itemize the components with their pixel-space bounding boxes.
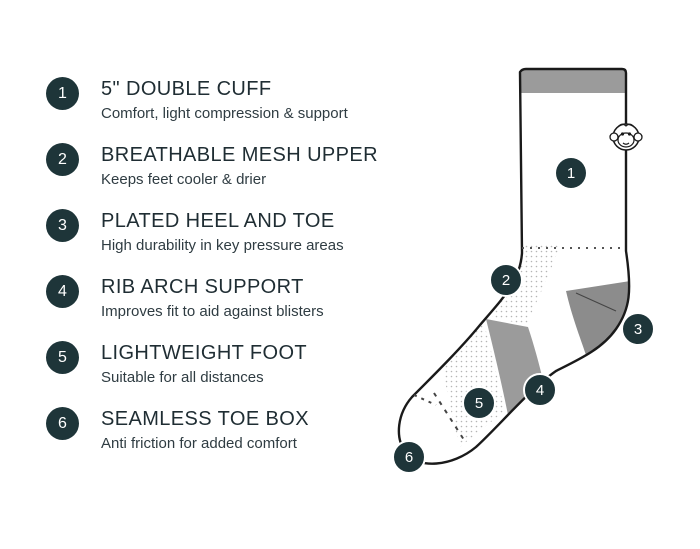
feature-description: Improves fit to aid against blisters <box>101 303 324 320</box>
diagram-marker-3: 3 <box>621 312 655 346</box>
diagram-marker-2: 2 <box>489 263 523 297</box>
feature-description: Keeps feet cooler & drier <box>101 171 267 188</box>
feature-lightweight-foot: 5 LIGHTWEIGHT FOOT Suitable for all dist… <box>46 341 406 397</box>
svg-text:2: 2 <box>502 272 510 289</box>
feature-number-badge: 1 <box>46 77 79 110</box>
svg-text:3: 3 <box>634 321 642 338</box>
feature-description: Comfort, light compression & support <box>101 105 348 122</box>
svg-text:4: 4 <box>536 382 544 399</box>
feature-number-badge: 6 <box>46 407 79 440</box>
feature-number-badge: 4 <box>46 275 79 308</box>
feature-title: LIGHTWEIGHT FOOT <box>101 342 308 364</box>
feature-title: SEAMLESS TOE BOX <box>101 408 309 430</box>
feature-number-badge: 3 <box>46 209 79 242</box>
svg-text:1: 1 <box>567 165 575 182</box>
feature-plated-heel-toe: 3 PLATED HEEL AND TOE High durability in… <box>46 209 406 265</box>
diagram-marker-1: 1 <box>556 158 586 188</box>
feature-double-cuff: 1 5" DOUBLE CUFF Comfort, light compress… <box>46 77 406 133</box>
feature-rib-arch-support: 4 RIB ARCH SUPPORT Improves fit to aid a… <box>46 275 406 331</box>
mesh-upper-zone <box>492 245 560 325</box>
feature-description: Suitable for all distances <box>101 369 264 386</box>
svg-text:5: 5 <box>475 395 483 412</box>
feature-description: Anti friction for added comfort <box>101 435 297 452</box>
diagram-marker-6: 6 <box>392 440 426 474</box>
feature-description: High durability in key pressure areas <box>101 237 344 254</box>
sock-diagram: 1 2 3 4 5 6 <box>392 67 655 474</box>
diagram-marker-4: 4 <box>523 373 557 407</box>
heel-detail-line <box>575 292 617 312</box>
diagram-marker-5: 5 <box>462 386 496 420</box>
feature-title: 5" DOUBLE CUFF <box>101 78 272 100</box>
feature-title: PLATED HEEL AND TOE <box>101 210 335 232</box>
feature-title: RIB ARCH SUPPORT <box>101 276 304 298</box>
feature-number-badge: 5 <box>46 341 79 374</box>
monkey-face-icon <box>609 123 643 151</box>
feature-number-badge: 2 <box>46 143 79 176</box>
feature-title: BREATHABLE MESH UPPER <box>101 144 378 166</box>
svg-text:6: 6 <box>405 449 413 466</box>
feature-seamless-toe-box: 6 SEAMLESS TOE BOX Anti friction for add… <box>46 407 406 463</box>
sock-outline <box>397 67 631 465</box>
cuff-band <box>510 69 630 93</box>
feature-mesh-upper: 2 BREATHABLE MESH UPPER Keeps feet coole… <box>46 143 406 199</box>
